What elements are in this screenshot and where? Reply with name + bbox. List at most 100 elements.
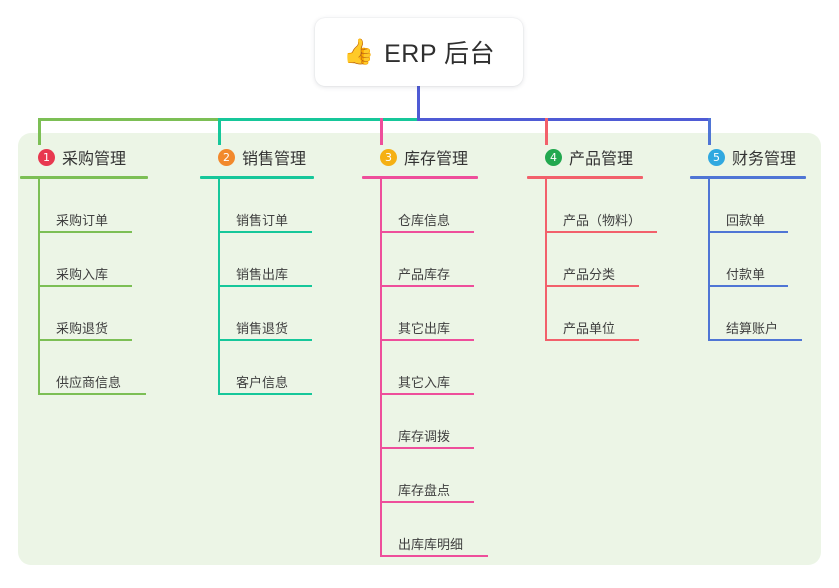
- column-underline: [527, 176, 643, 179]
- list-item[interactable]: 仓库信息: [380, 179, 498, 233]
- list-item-label: 库存调拨: [398, 429, 451, 444]
- list-item-rule: [545, 285, 639, 287]
- root-node-title: ERP 后台: [384, 40, 496, 68]
- list-item[interactable]: 销售订单: [218, 179, 334, 233]
- list-item[interactable]: 销售退货: [218, 287, 334, 341]
- list-item[interactable]: 产品分类: [545, 233, 663, 287]
- column-number-badge: 2: [218, 148, 235, 166]
- list-item-label: 采购入库: [56, 267, 109, 282]
- column-1: 1 采购管理采购订单采购入库采购退货供应商信息: [20, 146, 168, 395]
- list-item-rule: [380, 339, 474, 341]
- list-item[interactable]: 其它入库: [380, 341, 498, 395]
- column-spine: [380, 179, 382, 557]
- list-item[interactable]: 供应商信息: [38, 341, 168, 395]
- list-item-label: 出库库明细: [398, 537, 464, 552]
- list-item[interactable]: 产品单位: [545, 287, 663, 341]
- list-item-label: 其它入库: [398, 375, 451, 390]
- list-item-rule: [218, 231, 312, 233]
- list-item[interactable]: 结算账户: [708, 287, 826, 341]
- stub-4: [544, 118, 548, 145]
- column-title: 库存管理: [404, 151, 469, 168]
- column-number-badge: 1: [38, 148, 55, 166]
- list-item[interactable]: 采购订单: [38, 179, 168, 233]
- list-item-rule: [380, 393, 474, 395]
- list-item-rule: [38, 339, 132, 341]
- column-items: 产品（物料）产品分类产品单位: [545, 179, 663, 341]
- stub-1: [37, 118, 41, 145]
- list-item-rule: [708, 285, 788, 287]
- list-item[interactable]: 产品库存: [380, 233, 498, 287]
- column-items: 销售订单销售出库销售退货客户信息: [218, 179, 334, 395]
- column-header-2[interactable]: 2 销售管理: [200, 146, 334, 168]
- list-item[interactable]: 付款单: [708, 233, 826, 287]
- list-item-rule: [380, 501, 474, 503]
- list-item-rule: [38, 231, 132, 233]
- list-item[interactable]: 回款单: [708, 179, 826, 233]
- column-underline: [362, 176, 478, 179]
- list-item-label: 产品库存: [398, 267, 451, 282]
- column-underline: [690, 176, 806, 179]
- list-item-rule: [545, 231, 657, 233]
- list-item[interactable]: 销售出库: [218, 233, 334, 287]
- list-item-rule: [380, 285, 474, 287]
- list-item-rule: [380, 447, 474, 449]
- list-item[interactable]: 采购退货: [38, 287, 168, 341]
- column-title: 财务管理: [732, 151, 797, 168]
- list-item[interactable]: 库存盘点: [380, 449, 498, 503]
- list-item-label: 采购订单: [56, 213, 109, 228]
- list-item-label: 其它出库: [398, 321, 451, 336]
- list-item-rule: [380, 555, 488, 557]
- column-items: 仓库信息产品库存其它出库其它入库库存调拨库存盘点出库库明细: [380, 179, 498, 557]
- list-item[interactable]: 产品（物料）: [545, 179, 663, 233]
- column-3: 3 库存管理仓库信息产品库存其它出库其它入库库存调拨库存盘点出库库明细: [362, 146, 498, 557]
- list-item[interactable]: 客户信息: [218, 341, 334, 395]
- green-segment: [37, 118, 221, 121]
- list-item-rule: [708, 231, 788, 233]
- list-item-rule: [708, 339, 802, 341]
- column-number-badge: 4: [545, 148, 562, 166]
- stub-5: [707, 118, 711, 145]
- list-item[interactable]: 出库库明细: [380, 503, 498, 557]
- stub-2: [217, 118, 221, 145]
- column-underline: [20, 176, 148, 179]
- column-spine: [545, 179, 547, 341]
- column-2: 2 销售管理销售订单销售出库销售退货客户信息: [200, 146, 334, 395]
- list-item-label: 销售订单: [236, 213, 289, 228]
- list-item-label: 销售出库: [236, 267, 289, 282]
- list-item-label: 回款单: [726, 213, 766, 228]
- list-item-label: 客户信息: [236, 375, 289, 390]
- root-node-card[interactable]: 👍 ERP 后台: [315, 18, 523, 86]
- column-spine: [38, 179, 40, 395]
- list-item[interactable]: 库存调拨: [380, 395, 498, 449]
- list-item-label: 销售退货: [236, 321, 289, 336]
- list-item-label: 仓库信息: [398, 213, 451, 228]
- list-item-label: 库存盘点: [398, 483, 451, 498]
- column-title: 产品管理: [569, 151, 634, 168]
- list-item-rule: [218, 339, 312, 341]
- column-number-badge: 3: [380, 148, 397, 166]
- list-item-rule: [218, 285, 312, 287]
- column-4: 4 产品管理产品（物料）产品分类产品单位: [527, 146, 663, 341]
- column-items: 采购订单采购入库采购退货供应商信息: [38, 179, 168, 395]
- column-underline: [200, 176, 314, 179]
- list-item-rule: [38, 285, 132, 287]
- connector-trunk: [416, 86, 420, 121]
- column-title: 销售管理: [242, 151, 307, 168]
- list-item-label: 产品单位: [563, 321, 616, 336]
- list-item-label: 供应商信息: [56, 375, 122, 390]
- column-spine: [708, 179, 710, 341]
- list-item[interactable]: 采购入库: [38, 233, 168, 287]
- mindmap-panel: [18, 133, 821, 565]
- column-items: 回款单付款单结算账户: [708, 179, 826, 341]
- column-spine: [218, 179, 220, 395]
- column-header-1[interactable]: 1 采购管理: [20, 146, 168, 168]
- list-item[interactable]: 其它出库: [380, 287, 498, 341]
- thumbs-up-icon: 👍: [342, 37, 375, 66]
- column-header-4[interactable]: 4 产品管理: [527, 146, 663, 168]
- column-header-3[interactable]: 3 库存管理: [362, 146, 498, 168]
- column-title: 采购管理: [62, 151, 127, 168]
- list-item-label: 采购退货: [56, 321, 109, 336]
- list-item-rule: [545, 339, 639, 341]
